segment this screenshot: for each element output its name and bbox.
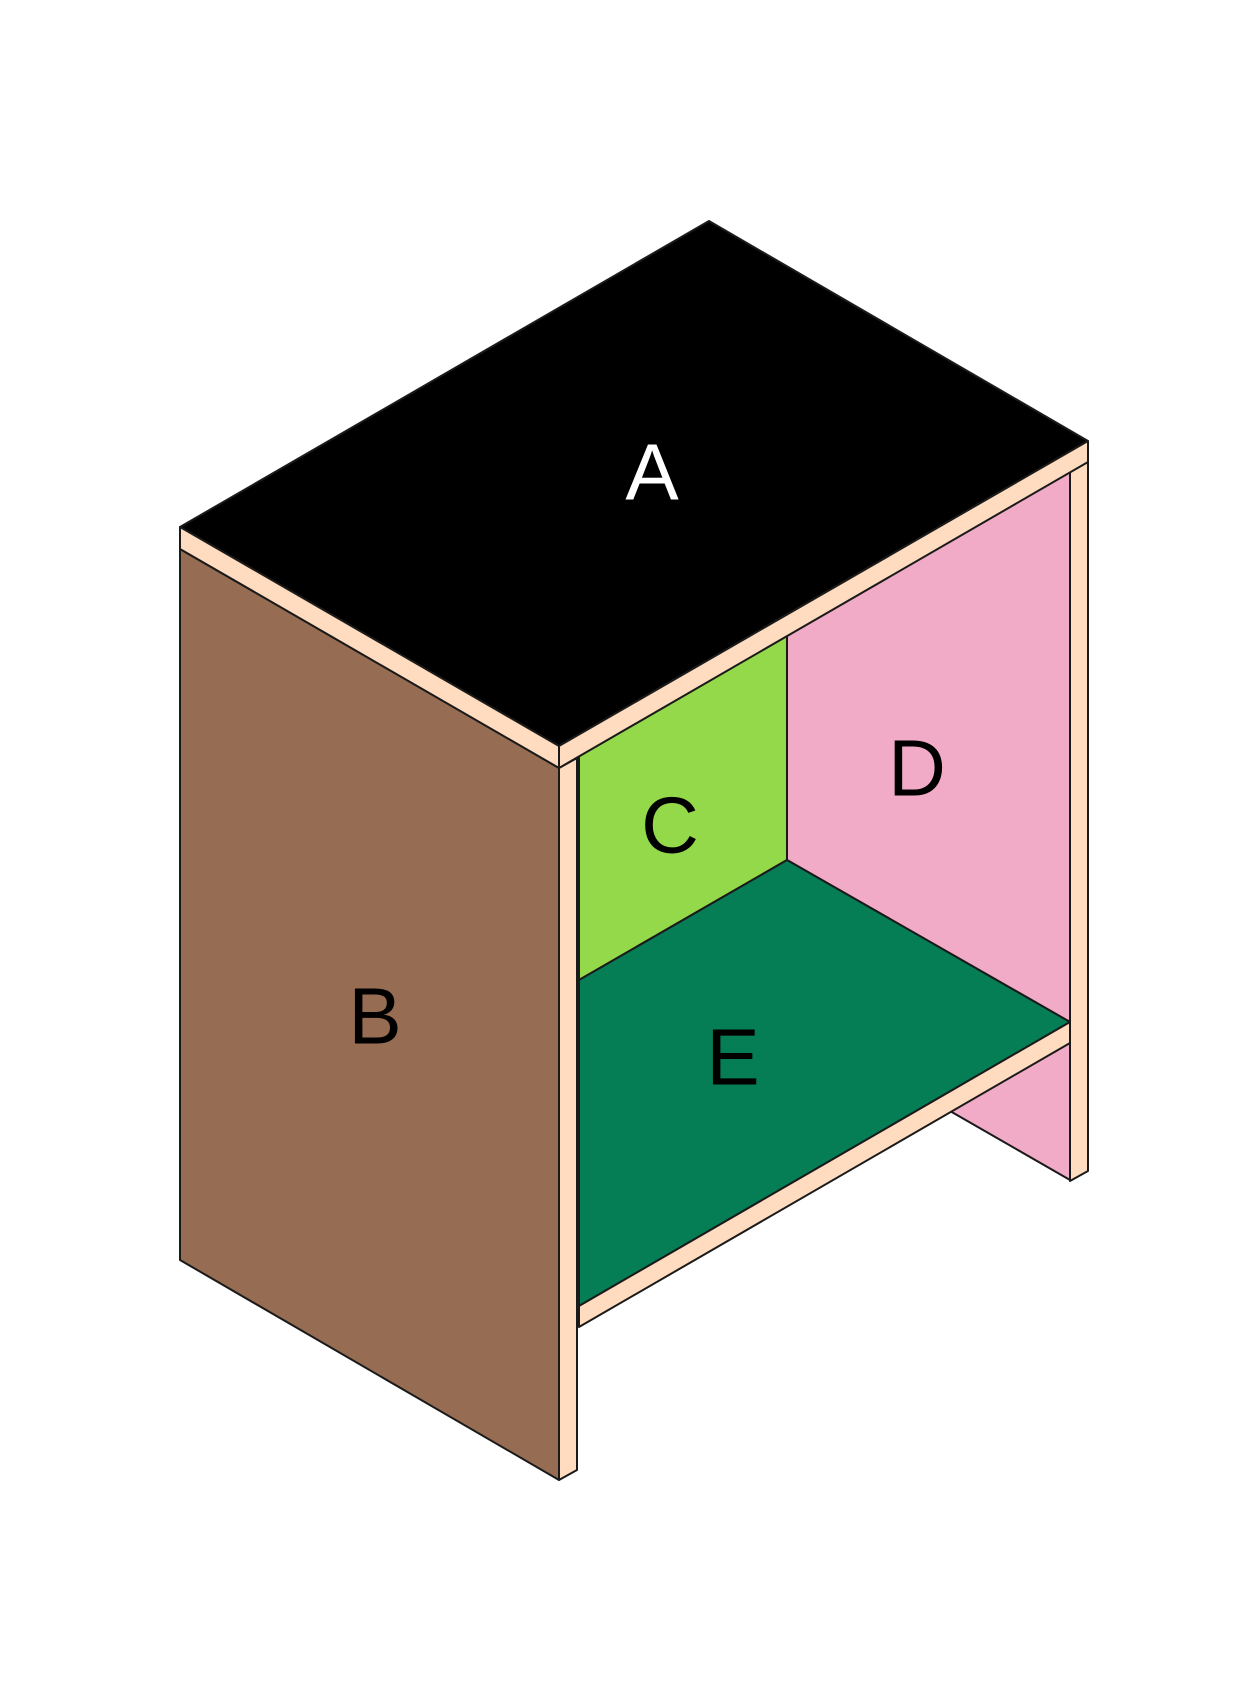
- label-a: A: [625, 428, 679, 517]
- right-side-edge: [1069, 446, 1089, 1182]
- label-e: E: [706, 1013, 759, 1102]
- label-d: D: [888, 724, 946, 813]
- top-right-edge: [558, 440, 1089, 769]
- label-b: B: [348, 972, 401, 1061]
- label-c: C: [641, 781, 699, 870]
- left-side-edge: [558, 757, 578, 1481]
